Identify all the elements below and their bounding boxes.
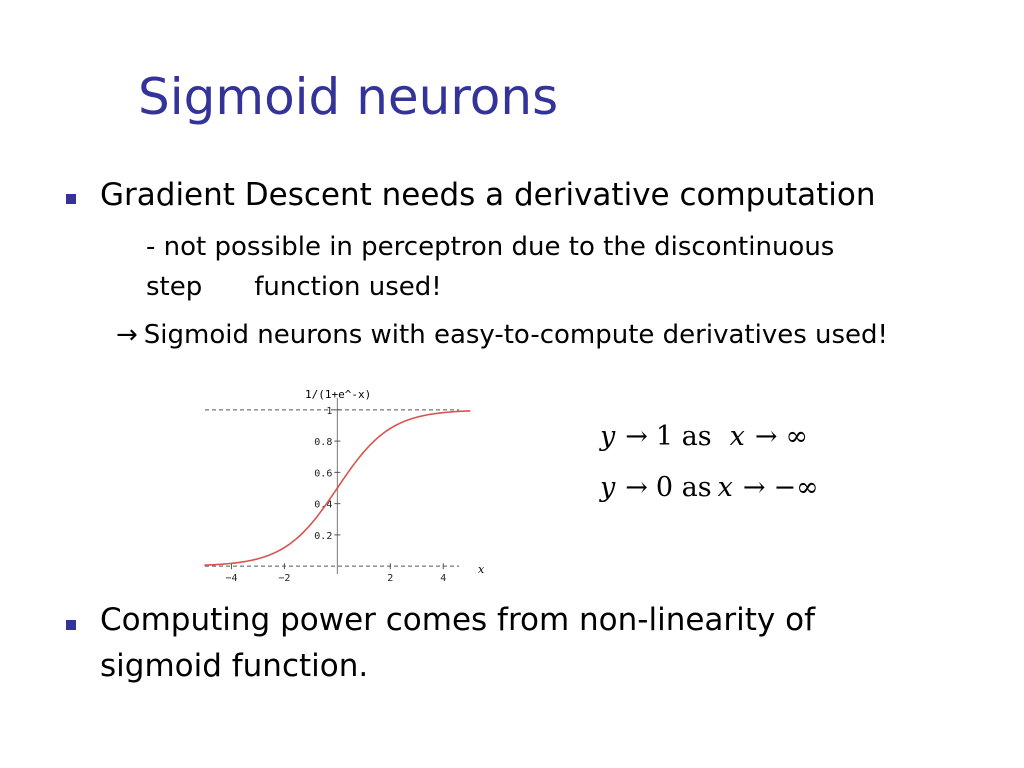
y-tick-label: 0.2 [314,531,332,542]
slide-title: Sigmoid neurons [138,68,559,126]
sigmoid-point [389,427,392,430]
sub-bullet-1-step: step [146,272,203,302]
x-tick-label: 2 [387,573,393,583]
eq1-arrow-2-icon: → [754,421,778,452]
sigmoid-point [336,487,339,489]
sigmoid-point [204,564,206,566]
bullet-2-marker [66,620,76,630]
bullet-1-text: Gradient Descent needs a derivative comp… [100,177,876,213]
eq2-lhs: y [600,472,616,503]
sigmoid-point [230,562,233,565]
eq2-arrow-2-icon: → [742,472,766,503]
eq1-lhs: y [600,421,616,452]
sigmoid-point [415,416,418,418]
sigmoid-point [442,411,445,414]
x-axis-label: x [478,563,485,576]
eq1-value: 1 [655,421,674,452]
x-tick-label: −2 [278,573,290,583]
sigmoid-point [257,558,259,560]
sub-bullet-2: →Sigmoid neurons with easy-to-compute de… [116,314,888,356]
y-tick-label: 0.8 [314,437,332,448]
sigmoid-point [468,410,471,412]
bullet-2-line-2: sigmoid function. [100,648,369,684]
y-tick-label: 1 [326,406,332,417]
eq1-limit: ∞ [785,421,808,452]
x-tick-label: 4 [440,573,446,583]
bullet-2-line-1: Computing power comes from non-linearity… [100,602,816,638]
sub-bullet-2-text: Sigmoid neurons with easy-to-compute der… [143,320,888,350]
sigmoid-point [283,546,286,549]
eq2-value: 0 [655,472,674,503]
eq2-limit: −∞ [773,472,819,503]
y-tick-label: 0.6 [314,468,332,479]
eq1-arrow-icon: → [625,421,648,452]
y-tick-label: 0.4 [314,500,332,511]
eq2-arrow-icon: → [625,472,648,503]
chart-title: 1/(1+e^-x) [305,388,371,401]
sigmoid-point [363,451,365,453]
sub-bullet-1-rest: function used! [254,272,442,302]
sub-bullet-1-line-2: step function used! [146,266,442,308]
x-tick-label: −4 [225,573,237,583]
sigmoid-point [310,523,312,525]
sigmoid-chart: 1/(1+e^-x) −4 −2 2 4 0.2 0.4 0.6 0.8 1 x [204,388,485,583]
right-arrow-icon: → [116,320,138,350]
bullet-1-marker [66,194,76,204]
eq1-as: as [681,421,712,452]
eq2-var: x [717,472,733,503]
sub-bullet-1-line-1: - not possible in perceptron due to the … [146,232,835,262]
eq2-as: as [681,472,712,503]
eq1-var: x [729,421,745,452]
